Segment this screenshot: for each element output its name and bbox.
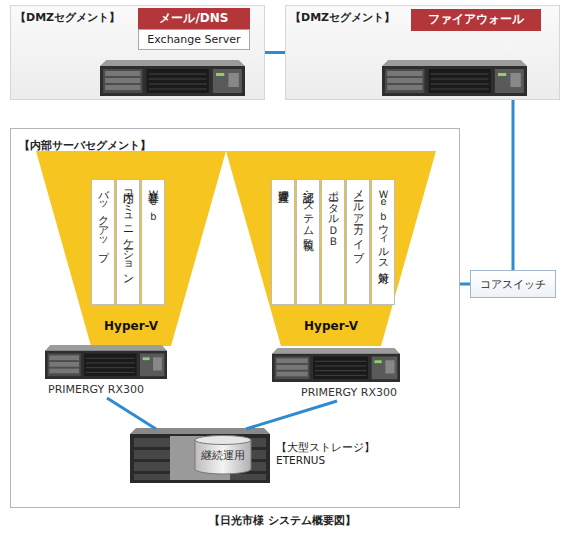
- vm-column: 資産管理: [271, 179, 295, 305]
- server-node: PRIMERGY RX300: [273, 349, 401, 401]
- cylinder-top: [195, 436, 251, 445]
- vm-label: ポータルＤＢ: [322, 183, 344, 303]
- hyperv-host-band: Hyper-V 資産管理認証システム監視ポータルＤＢメールアーカイブＷｅｂウィルス…: [226, 151, 436, 346]
- network-link: [265, 51, 285, 54]
- vm-label: 庁内コミュニケーション: [117, 183, 139, 303]
- vm-column: 庁内コミュニケーション: [116, 179, 140, 305]
- storage-node: 【大型ストレージ】 ETERNUS継続運用: [131, 429, 271, 484]
- disk-label: 継続運用: [194, 449, 252, 463]
- vm-label: Ｗｅｂウィルス対策: [372, 183, 394, 303]
- server-model-label: PRIMERGY RX300: [301, 386, 397, 400]
- switch-label: コアスイッチ: [471, 278, 555, 292]
- vm-column: バックアップ: [91, 179, 115, 305]
- product-label: Exchange Server: [139, 33, 249, 47]
- network-link: [512, 100, 515, 270]
- vm-label: 認証システム監視: [297, 183, 319, 303]
- vm-column: 基幹Ｗｅｂ: [141, 179, 165, 305]
- role-label: メール/DNS: [138, 11, 250, 26]
- dmz-segment: 【DMZセグメント】 メール/DNS Exchange Server: [10, 5, 265, 100]
- hypervisor-label: Hyper-V: [36, 319, 226, 334]
- vm-column: Ｗｅｂウィルス対策: [371, 179, 395, 305]
- segment-heading: 【DMZセグメント】: [15, 11, 120, 25]
- band-fill: [36, 151, 226, 346]
- disk-cylinder: 継続運用: [194, 435, 252, 475]
- product-box: Exchange Server: [138, 29, 250, 50]
- vm-label: 基幹Ｗｅｂ: [142, 183, 164, 303]
- role-label: ファイアウォール: [411, 12, 541, 27]
- hyperv-host-band: Hyper-V バックアップ庁内コミュニケーション基幹Ｗｅｂ: [36, 151, 226, 346]
- band-fill: [226, 151, 436, 346]
- vm-column: ポータルＤＢ: [321, 179, 345, 305]
- vm-column: 認証システム監視: [296, 179, 320, 305]
- figure-caption: 【日光市様 システム概要図】: [0, 514, 565, 528]
- vm-label: バックアップ: [92, 183, 114, 303]
- role-badge: メール/DNS: [138, 8, 250, 29]
- vm-column: メールアーカイブ: [346, 179, 370, 305]
- hypervisor-label: Hyper-V: [226, 319, 436, 334]
- vm-label: 資産管理: [272, 183, 294, 303]
- server-model-label: PRIMERGY RX300: [48, 383, 144, 397]
- server-node: PRIMERGY RX300: [46, 346, 168, 398]
- storage-label: 【大型ストレージ】 ETERNUS: [276, 441, 376, 467]
- vm-label: メールアーカイブ: [347, 183, 369, 303]
- network-link: [460, 283, 470, 286]
- segment-heading: 【DMZセグメント】: [290, 11, 395, 25]
- internal-segment: 【内部サーバセグメント】 Hyper-V バックアップ庁内コミュニケーション基幹Ｗｅ…: [10, 128, 460, 508]
- core-switch-box: コアスイッチ: [470, 270, 556, 298]
- segment-heading: 【内部サーバセグメント】: [19, 139, 151, 153]
- cylinder-body: [195, 440, 251, 474]
- role-badge: ファイアウォール: [411, 9, 541, 31]
- dmz-segment: 【DMZセグメント】 ファイアウォール: [285, 5, 560, 100]
